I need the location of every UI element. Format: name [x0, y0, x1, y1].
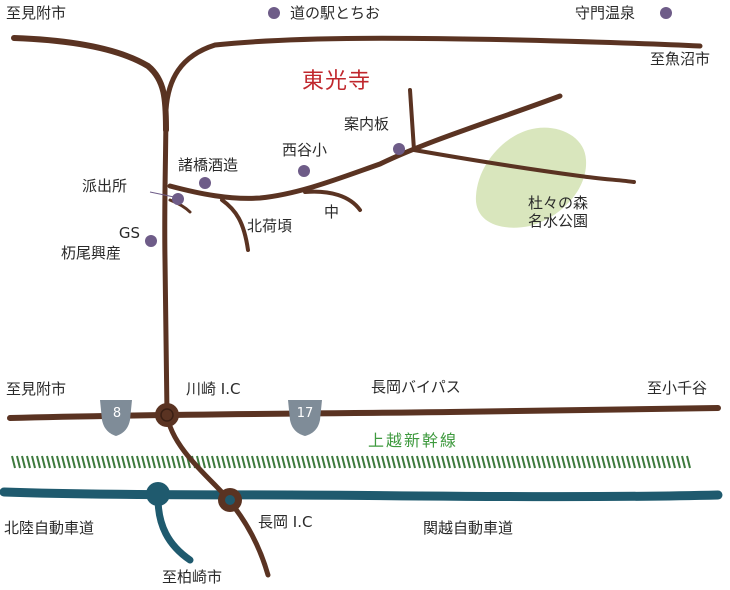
route-17-shield [288, 400, 322, 436]
label-temple: 東光寺 [302, 69, 372, 94]
poi-michi-no-eki[interactable] [268, 7, 280, 19]
annaiban-line [408, 88, 416, 152]
label-michi-no-eki: 道の駅とちお [290, 4, 381, 22]
label-forest-park: 杜々の森 名水公園 [510, 194, 606, 230]
label-annaiban: 案内板 [344, 115, 390, 133]
label-gs: GS [118, 224, 140, 242]
label-nishiyashou: 西谷小 [282, 141, 328, 159]
road-to-forest [412, 148, 636, 184]
poi-hashutsujo[interactable] [172, 193, 184, 205]
label-uonuma: 至魚沼市 [650, 50, 711, 68]
label-forest-line1: 杜々の森 [527, 194, 588, 212]
shinkansen-line [11, 455, 691, 469]
bypass-road [7, 405, 721, 421]
label-kanetsu-expressway: 関越自動車道 [423, 519, 514, 537]
label-ojiya: 至小千谷 [647, 379, 708, 397]
road-kitanikatai [220, 198, 250, 252]
hokuriku-jct-marker[interactable] [146, 482, 170, 506]
label-morohashi: 諸橋酒造 [178, 156, 239, 174]
route-17-label: 17 [296, 406, 314, 421]
kawasaki-ic-marker[interactable] [155, 403, 179, 427]
label-hashutsujo: 派出所 [82, 177, 128, 195]
road-to-uonuma [163, 35, 703, 113]
poi-nishiyashou[interactable] [298, 165, 310, 177]
road-naka [303, 189, 362, 212]
label-naka: 中 [324, 203, 340, 221]
route-8-label: 8 [112, 406, 122, 421]
road-to-temple [167, 93, 563, 201]
label-bypass: 長岡バイパス [371, 378, 461, 396]
poi-annaiban[interactable] [393, 143, 405, 155]
label-hokuriku-expressway: 北陸自動車道 [4, 519, 95, 537]
label-mitsuke-mid: 至見附市 [6, 380, 67, 398]
expressway-branch-south [154, 494, 194, 564]
label-shinkansen: 上越新幹線 [368, 431, 459, 450]
label-nagaoka-ic: 長岡 I.C [258, 513, 313, 531]
label-kitanikatai: 北荷頃 [247, 217, 293, 235]
poi-morohashi[interactable] [199, 177, 211, 189]
poi-gs[interactable] [145, 235, 157, 247]
label-shumon-onsen: 守門温泉 [575, 4, 636, 22]
label-kawasaki-ic: 川崎 I.C [186, 380, 241, 398]
expressway-road [0, 487, 723, 502]
label-forest-line2: 名水公園 [527, 212, 588, 230]
label-mitsuke-north: 至見附市 [6, 4, 67, 22]
poi-shumon-onsen[interactable] [660, 7, 672, 19]
road-to-mitsuke-north [11, 35, 169, 133]
forest-area [475, 127, 587, 228]
route-8-shield [100, 400, 132, 436]
label-tochio-kousan: 杤尾興産 [61, 244, 122, 262]
label-kashiwazaki: 至柏崎市 [162, 568, 223, 586]
